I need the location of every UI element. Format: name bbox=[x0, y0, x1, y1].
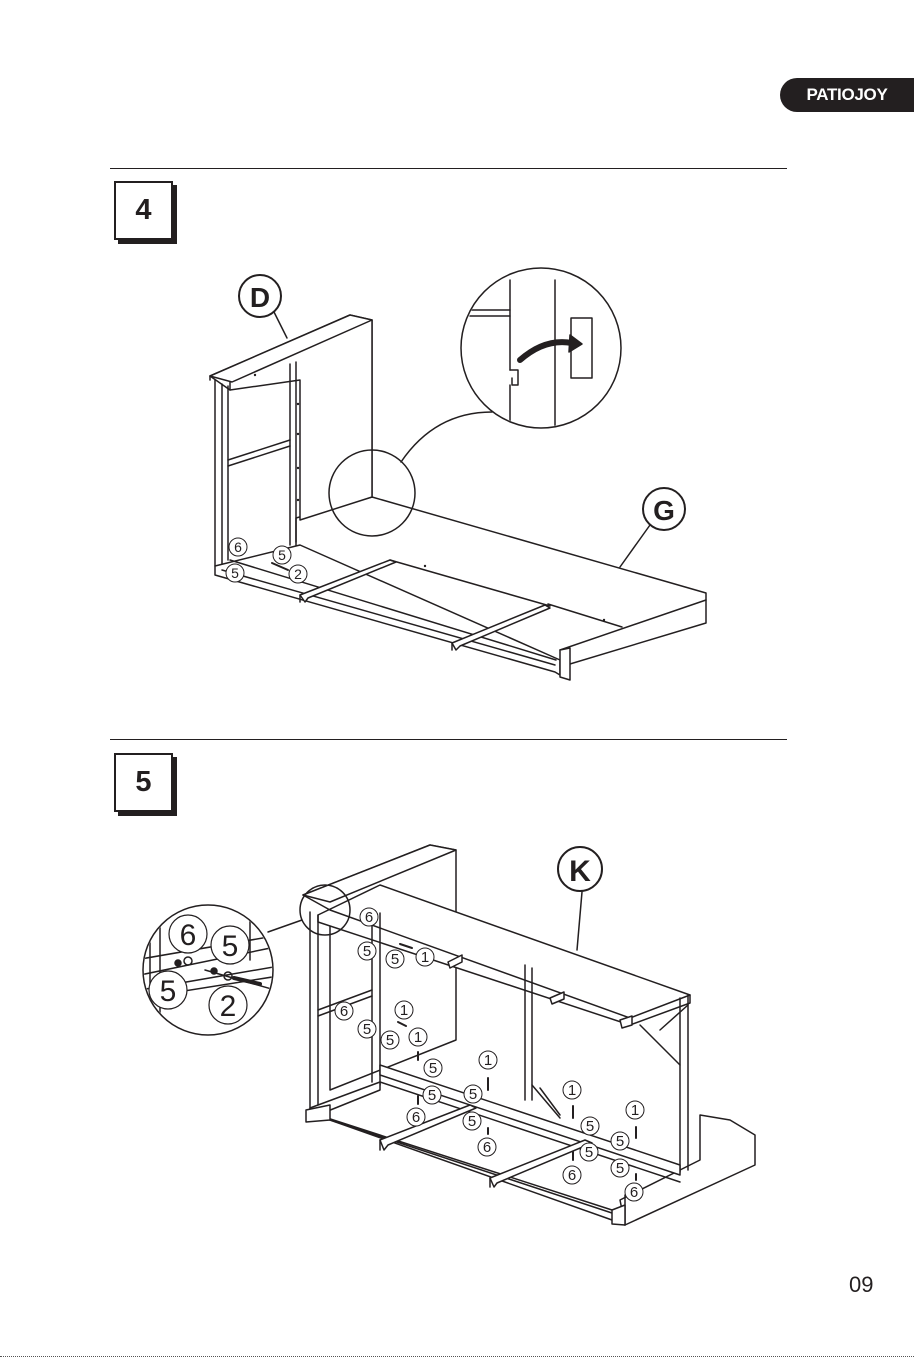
zoom-callout-2: 2 bbox=[220, 990, 237, 1023]
callout-1: 1 bbox=[484, 1052, 492, 1069]
callout-5: 5 bbox=[468, 1113, 476, 1130]
callout-6: 6 bbox=[234, 539, 242, 555]
part-label-G: G bbox=[653, 495, 675, 526]
callout-5: 5 bbox=[429, 1060, 437, 1077]
callout-5: 5 bbox=[278, 547, 286, 563]
callout-1: 1 bbox=[414, 1029, 422, 1046]
part-label-K: K bbox=[569, 855, 591, 888]
callout-6: 6 bbox=[365, 909, 373, 926]
callout-6: 6 bbox=[568, 1167, 576, 1184]
callout-6: 6 bbox=[630, 1184, 638, 1201]
callout-5: 5 bbox=[391, 951, 399, 968]
callout-6: 6 bbox=[340, 1003, 348, 1020]
callout-5: 5 bbox=[469, 1086, 477, 1103]
callout-5: 5 bbox=[386, 1032, 394, 1049]
page-number: 09 bbox=[849, 1272, 873, 1298]
callout-5: 5 bbox=[231, 565, 239, 581]
callout-5: 5 bbox=[363, 1021, 371, 1038]
callout-1: 1 bbox=[568, 1082, 576, 1099]
part-label-D: D bbox=[250, 282, 270, 313]
page-edge-line bbox=[0, 1356, 914, 1357]
callout-1: 1 bbox=[400, 1002, 408, 1019]
zoom-callout-5: 5 bbox=[160, 975, 177, 1008]
callout-5: 5 bbox=[586, 1118, 594, 1135]
callout-6: 6 bbox=[483, 1139, 491, 1156]
callout-1: 1 bbox=[421, 949, 429, 966]
callout-2: 2 bbox=[294, 566, 302, 582]
callout-5: 5 bbox=[616, 1160, 624, 1177]
callout-5: 5 bbox=[428, 1087, 436, 1104]
zoom-callout-5: 5 bbox=[222, 930, 239, 963]
step-4-illustration: D G 6 5 5 2 bbox=[0, 0, 914, 720]
zoom-callout-6: 6 bbox=[180, 919, 197, 952]
step-5-illustration: K 6 5 5 2 bbox=[0, 720, 914, 1280]
callout-6: 6 bbox=[412, 1109, 420, 1126]
callout-5: 5 bbox=[585, 1144, 593, 1161]
callout-5: 5 bbox=[363, 943, 371, 960]
callout-5: 5 bbox=[616, 1133, 624, 1150]
callout-1: 1 bbox=[631, 1102, 639, 1119]
